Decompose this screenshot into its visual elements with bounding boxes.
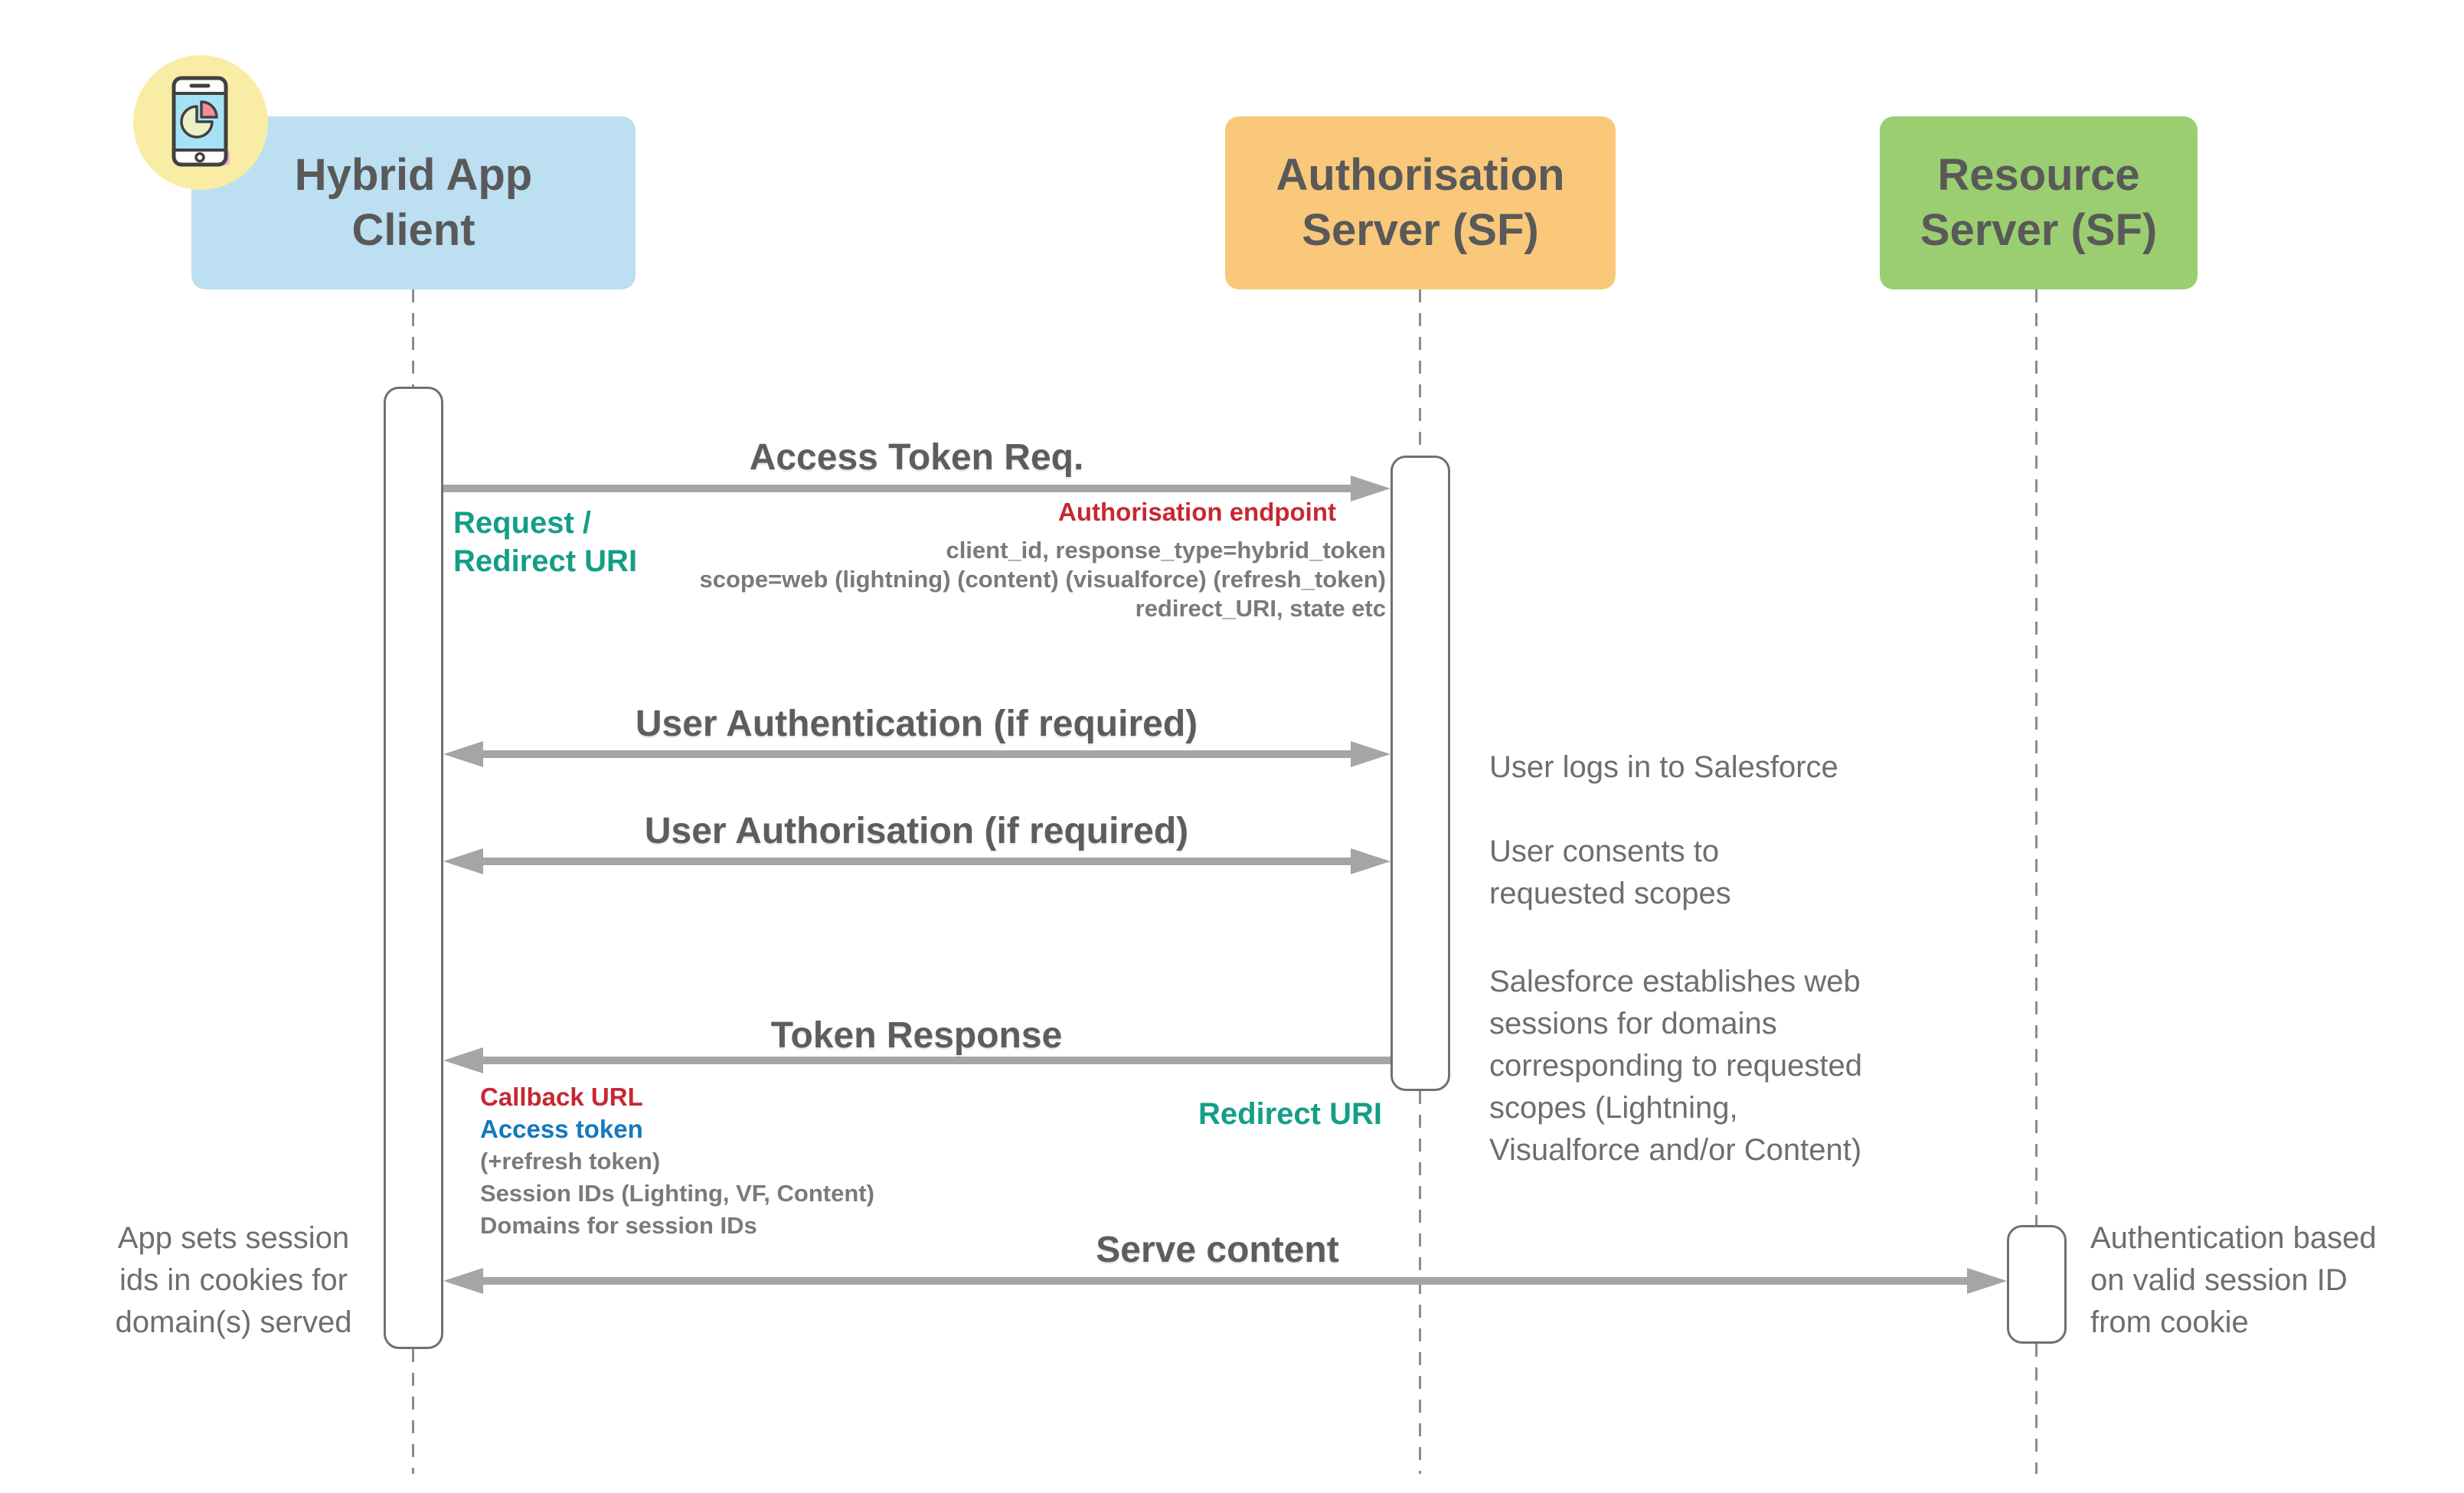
arrow-access-token-req xyxy=(443,485,1351,492)
activation-bar-resource xyxy=(2007,1225,2067,1344)
arrowhead-right-icon xyxy=(1351,848,1390,874)
token-response-details: Callback URL Access token (+refresh toke… xyxy=(480,1081,874,1242)
arrow-token-response xyxy=(483,1057,1390,1064)
arrowhead-right-icon xyxy=(1351,741,1390,767)
message-label-user-authentication: User Authentication (if required) xyxy=(635,704,1198,744)
actor-box-authorisation-server: Authorisation Server (SF) xyxy=(1225,116,1616,289)
lifeline-resource-lower xyxy=(2035,1344,2038,1474)
arrow-user-authorisation xyxy=(483,858,1351,865)
arrow-user-authentication xyxy=(483,750,1351,758)
session-ids-label: Session IDs (Lighting, VF, Content) xyxy=(480,1180,874,1207)
request-params-text: client_id, response_type=hybrid_token sc… xyxy=(699,537,1386,622)
request-redirect-uri-label: Request / Redirect URI xyxy=(453,506,638,578)
message-label-serve-content: Serve content xyxy=(1096,1230,1339,1270)
note-user-login: User logs in to Salesforce xyxy=(1489,750,1838,784)
lifeline-resource-upper xyxy=(2035,289,2038,1225)
actor-box-hybrid-app-client: Hybrid App Client xyxy=(191,116,636,289)
arrowhead-right-icon xyxy=(1967,1268,2007,1294)
redirect-uri-label: Redirect URI xyxy=(1198,1097,1382,1131)
activation-bar-hybrid xyxy=(384,387,443,1349)
activation-bar-auth xyxy=(1390,456,1450,1091)
note-web-sessions: Salesforce establishes web sessions for … xyxy=(1489,965,1862,1167)
arrowhead-left-icon xyxy=(443,848,483,874)
lifeline-hybrid-upper xyxy=(412,289,414,387)
callback-url-label: Callback URL xyxy=(480,1083,643,1111)
phone-pie-chart-icon xyxy=(133,55,268,190)
arrowhead-left-icon xyxy=(443,1268,483,1294)
message-label-user-authorisation: User Authorisation (if required) xyxy=(644,811,1189,851)
lifeline-auth-upper xyxy=(1419,289,1421,456)
note-cookie-auth: Authentication based on valid session ID… xyxy=(2090,1221,2377,1339)
message-label-token-response: Token Response xyxy=(770,1015,1063,1056)
access-token-label: Access token xyxy=(480,1115,643,1143)
arrowhead-left-icon xyxy=(443,1047,483,1073)
note-app-cookies: App sets session ids in cookies for doma… xyxy=(115,1221,352,1339)
actor-box-resource-server: Resource Server (SF) xyxy=(1880,116,2198,289)
arrow-serve-content xyxy=(483,1277,1967,1285)
actor-label-auth: Authorisation Server (SF) xyxy=(1276,150,1565,255)
refresh-token-label: (+refresh token) xyxy=(480,1148,661,1174)
actor-label-resource: Resource Server (SF) xyxy=(1920,150,2158,255)
actor-label-hybrid: Hybrid App Client xyxy=(294,150,533,255)
note-user-consent: User consents to requested scopes xyxy=(1489,835,1731,910)
authorisation-endpoint-label: Authorisation endpoint xyxy=(1058,498,1336,526)
arrowhead-right-icon xyxy=(1351,475,1390,501)
domains-label: Domains for session IDs xyxy=(480,1212,757,1239)
message-label-access-token-req: Access Token Req. xyxy=(749,437,1084,478)
arrowhead-left-icon xyxy=(443,741,483,767)
lifeline-hybrid-lower xyxy=(412,1349,414,1474)
